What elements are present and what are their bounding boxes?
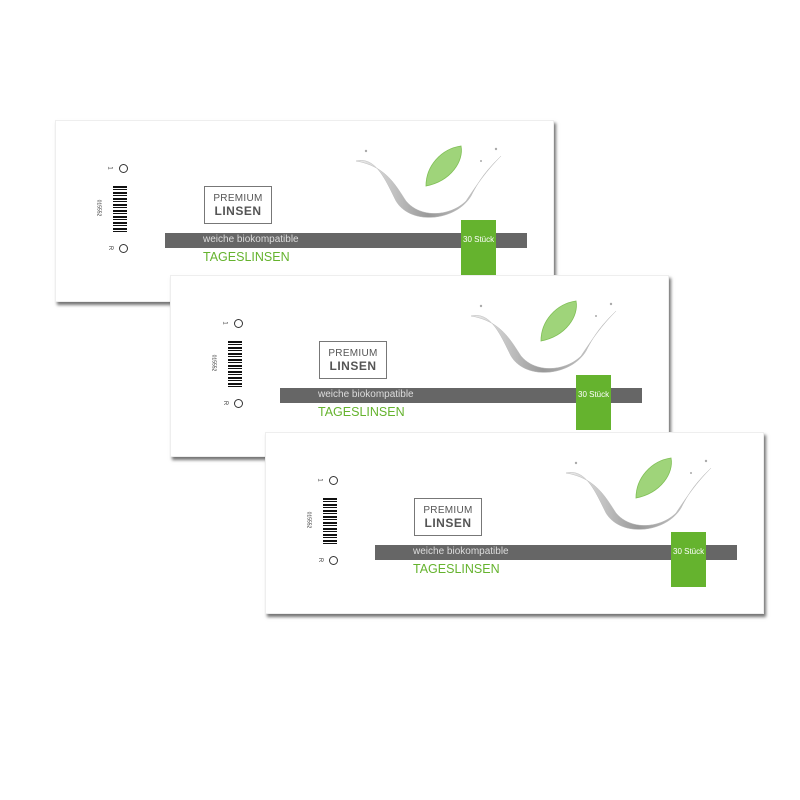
lens-package: 1 R 015552 PREMIUM LINSEN weiche biokomp… [170, 275, 669, 457]
barcode-icon [113, 186, 127, 232]
brand-logo: PREMIUM LINSEN [414, 498, 482, 536]
count-badge: 30 Stück [576, 375, 611, 430]
subtitle: weiche biokompatible [413, 546, 509, 557]
barcode-icon [323, 498, 337, 544]
mark-top: 1 [221, 321, 228, 325]
brand-top: PREMIUM [328, 348, 378, 359]
count-badge: 30 Stück [671, 532, 706, 587]
circle-mark-icon [119, 244, 128, 253]
mark-bottom: R [317, 557, 324, 563]
brand-bottom: LINSEN [214, 204, 262, 218]
brand-logo: PREMIUM LINSEN [204, 186, 272, 224]
barcode-number: 015552 [210, 354, 217, 372]
circle-mark-icon [119, 164, 128, 173]
brand-bottom: LINSEN [424, 516, 472, 530]
circle-mark-icon [329, 556, 338, 565]
water-splash-lens-icon [565, 457, 712, 530]
water-splash-lens-icon [355, 145, 502, 218]
subtitle: weiche biokompatible [318, 389, 414, 400]
subtitle-bar: weiche biokompatible [165, 233, 527, 248]
water-splash-lens-icon [470, 300, 617, 373]
circle-mark-icon [234, 399, 243, 408]
lens-package: 1 R 015552 PREMIUM LINSEN weiche biokomp… [265, 432, 764, 614]
subtitle-bar: weiche biokompatible [280, 388, 642, 403]
brand-logo: PREMIUM LINSEN [319, 341, 387, 379]
subtitle: weiche biokompatible [203, 234, 299, 245]
barcode-number: 015552 [95, 199, 102, 217]
circle-mark-icon [329, 476, 338, 485]
subtitle-bar: weiche biokompatible [375, 545, 737, 560]
circle-mark-icon [234, 319, 243, 328]
barcode-number: 015552 [305, 511, 312, 529]
mark-top: 1 [316, 478, 323, 482]
count-badge: 30 Stück [461, 220, 496, 275]
product-name: TAGESLINSEN [203, 250, 290, 264]
count-label: 30 Stück [578, 390, 610, 399]
product-name: TAGESLINSEN [318, 405, 405, 419]
mark-top: 1 [106, 166, 113, 170]
count-label: 30 Stück [673, 547, 705, 556]
brand-top: PREMIUM [213, 193, 263, 204]
product-name: TAGESLINSEN [413, 562, 500, 576]
barcode-icon [228, 341, 242, 387]
lens-package: 1 R 015552 PREMIUM LINSEN weiche biokomp… [55, 120, 554, 302]
mark-bottom: R [222, 400, 229, 406]
mark-bottom: R [107, 245, 114, 251]
brand-bottom: LINSEN [329, 359, 377, 373]
brand-top: PREMIUM [423, 505, 473, 516]
count-label: 30 Stück [463, 235, 495, 244]
